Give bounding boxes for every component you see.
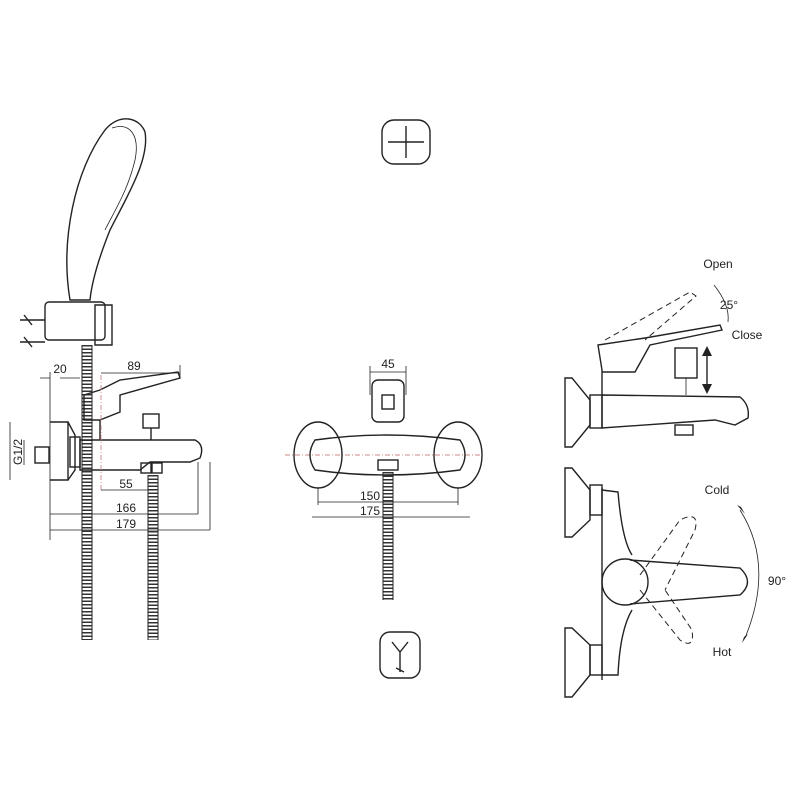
dim-wall: 20: [53, 362, 67, 376]
dim-width: 175: [360, 504, 380, 518]
dim-spout: 166: [116, 501, 136, 515]
dim-lever: 89: [127, 359, 141, 373]
dim-centers: 150: [360, 489, 380, 503]
front-view: 45 150 175: [285, 357, 483, 600]
wall-mount-cross-icon: [381, 119, 431, 165]
rotation-angle-label: 90°: [768, 574, 786, 588]
dim-spout-center: 55: [119, 477, 133, 491]
thread-size: G1/2: [11, 439, 25, 465]
wrench-install-icon: [379, 631, 421, 679]
dim-body: 45: [381, 357, 395, 371]
lever-open-close-detail: Open 25° Close: [564, 257, 763, 448]
side-view: 89 20 G1/2 55 166 179: [9, 359, 211, 640]
dim-total: 179: [116, 517, 136, 531]
hand-shower: [20, 118, 147, 348]
open-label: Open: [703, 257, 732, 271]
close-label: Close: [732, 328, 763, 342]
open-angle-label: 25°: [720, 298, 738, 312]
rotation-cold-hot-detail: Cold 90° Hot: [564, 467, 786, 698]
cold-label: Cold: [705, 483, 730, 497]
hot-label: Hot: [713, 645, 732, 659]
